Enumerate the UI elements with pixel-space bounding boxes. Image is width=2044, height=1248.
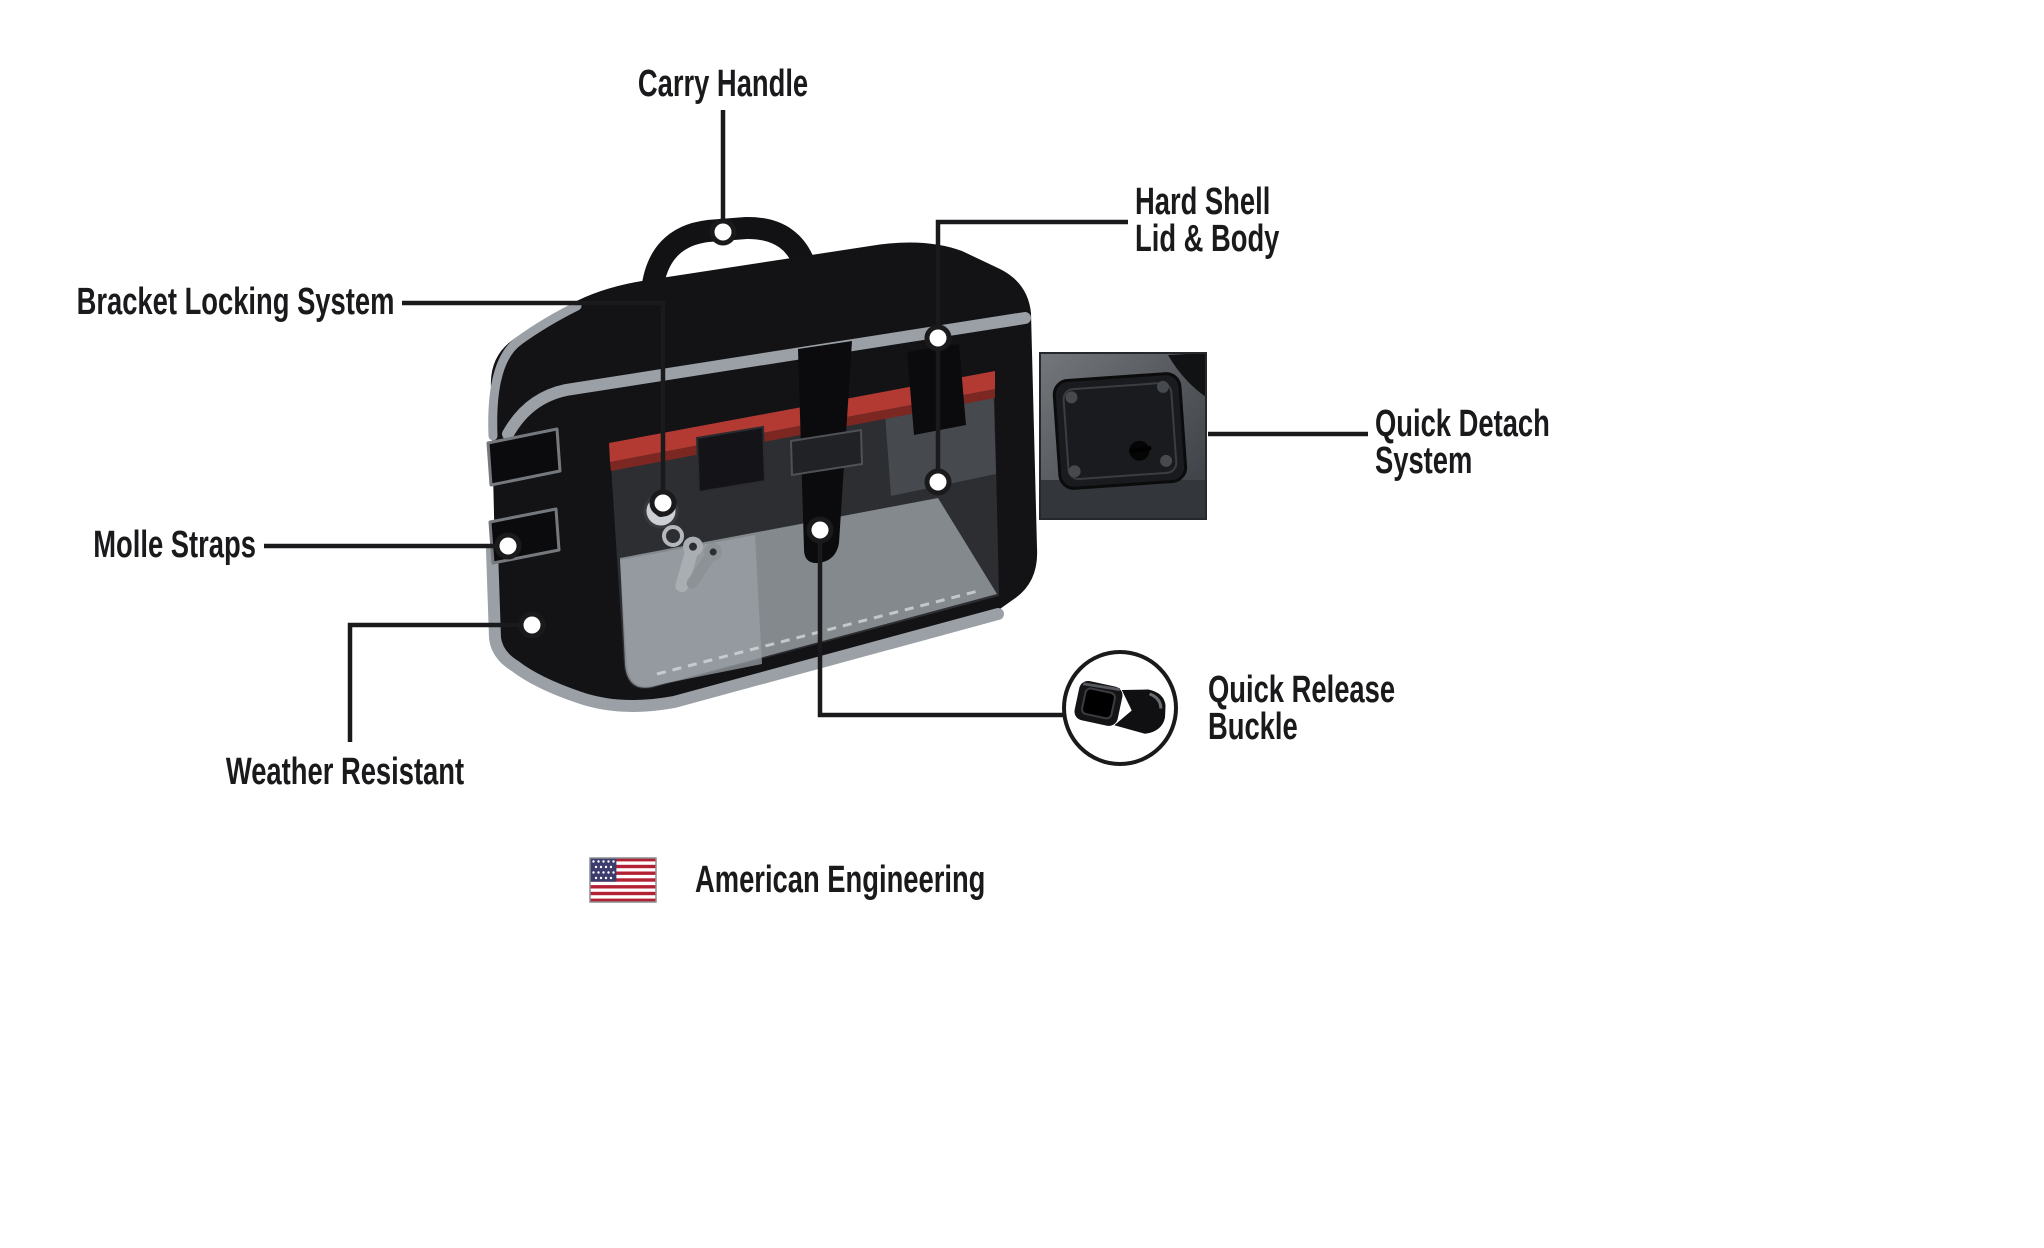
marker-weather-resistant <box>518 611 546 639</box>
callout-label-quick-release: Quick Release Buckle <box>1208 669 1396 748</box>
saddlebag-graphic <box>486 217 1038 712</box>
callout-label-quick-detach: Quick Detach System <box>1375 403 1550 482</box>
callout-label-molle-straps: Molle Straps <box>93 524 256 566</box>
callout-line-weather-resistant <box>347 622 521 742</box>
callout-markers <box>494 218 952 639</box>
buckle-graphic <box>1074 680 1166 734</box>
bag-strap-keeper-left <box>695 425 767 494</box>
callout-label-weather-resistant: Weather Resistant <box>225 751 465 793</box>
quick-detach-photo <box>1039 352 1207 520</box>
footer-american-engineering: American Engineering <box>695 859 986 901</box>
callout-lines <box>264 110 1368 742</box>
bag-strap-keeper-center <box>789 428 864 477</box>
callout-label-carry-handle: Carry Handle <box>637 63 809 105</box>
marker-hard-shell-lid <box>924 324 952 352</box>
marker-carry-handle <box>709 218 737 246</box>
bag-panel-highlight <box>620 535 762 687</box>
marker-bracket-locking <box>649 489 677 517</box>
bag-lid-trim <box>502 312 1031 440</box>
callout-label-bracket-locking: Bracket Locking System <box>76 281 394 323</box>
quick-release-buckle-photo <box>1062 650 1178 766</box>
bag-left-trim <box>488 301 582 441</box>
us-flag-icon <box>589 857 657 903</box>
callout-label-quick-detach-line1: Quick Detach <box>1375 403 1550 445</box>
callout-label-quick-release-line2: Buckle <box>1208 706 1298 748</box>
bag-bottom-trim <box>486 544 1004 712</box>
callout-line-quick-release <box>817 541 1063 718</box>
callout-line-bracket-locking <box>402 300 666 492</box>
marker-molle-straps <box>494 532 522 560</box>
marker-quick-release <box>806 516 834 544</box>
callout-line-hard-shell <box>935 219 1128 471</box>
callout-label-hard-shell-line2: Lid & Body <box>1135 218 1280 260</box>
marker-hard-shell-body <box>924 468 952 496</box>
callout-label-hard-shell: Hard Shell Lid & Body <box>1135 181 1280 260</box>
callout-label-quick-release-line1: Quick Release <box>1208 669 1396 711</box>
callout-label-hard-shell-line1: Hard Shell <box>1135 181 1271 223</box>
callout-label-quick-detach-line2: System <box>1375 440 1473 482</box>
